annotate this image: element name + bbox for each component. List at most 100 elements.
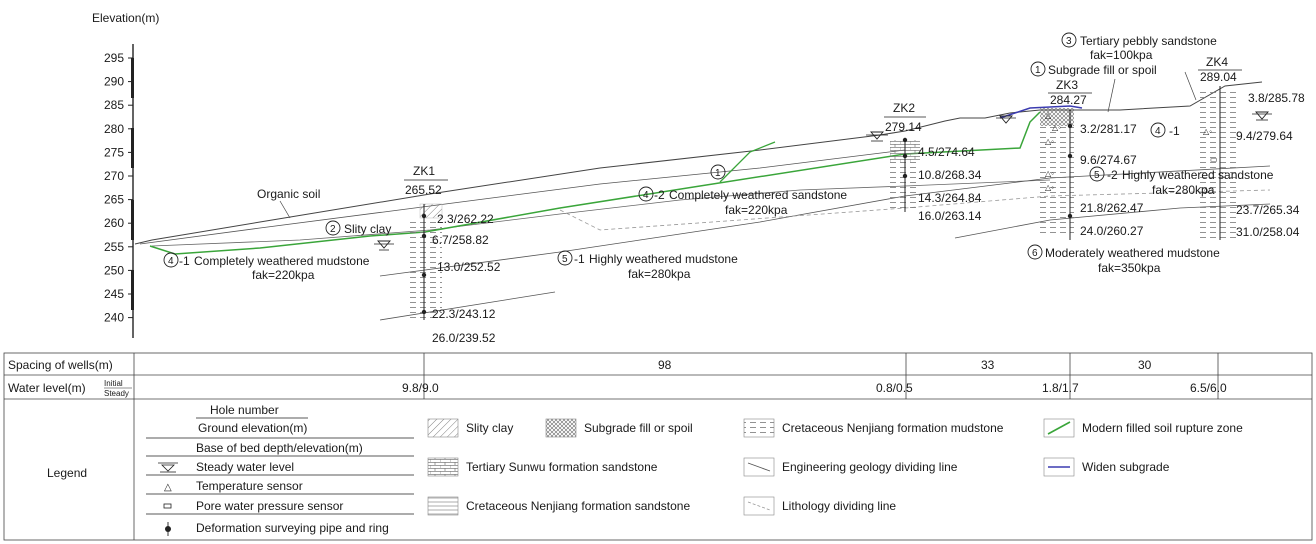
y-tick-label: 270 [104,169,124,183]
spacing-value-3: 30 [1138,358,1152,372]
svg-text:4: 4 [643,190,649,201]
legend-sunwu-sandstone: Tertiary Sunwu formation sandstone [466,460,658,474]
y-tick-label: 295 [104,51,124,65]
stratum-boundary-1 [379,165,1271,277]
zk2-elev: 279.14 [885,120,922,134]
widen-subgrade-line [999,105,1083,119]
pore-sensor-icon [163,503,172,509]
svg-text:△◦: △◦ [1203,185,1212,194]
zk4-layer-2: 9.4/279.64 [1236,129,1293,143]
zk3-layer-1: 3.2/281.17 [1080,122,1137,136]
borehole-zk3: △ △◦ △◦ △◦ △◦ [1040,108,1074,240]
y-tick-label: 265 [104,193,124,207]
y-tick-label: 275 [104,145,124,159]
legend-lithology-line: Lithology dividing line [782,499,896,513]
svg-text:fak=100kpa: fak=100kpa [1090,48,1153,62]
zk3-elev: 284.27 [1050,93,1087,107]
water-initial-label: Initial [104,379,123,388]
svg-text:△◦: △◦ [1052,123,1061,132]
svg-text:6: 6 [1032,248,1038,259]
svg-text:▭: ▭ [1210,155,1218,164]
legend-widen-subgrade: Widen subgrade [1082,460,1170,474]
zk4-layer-4: 31.0/258.04 [1236,225,1300,239]
water-label: Water level(m) [8,381,86,395]
zk1-layer-2: 6.7/258.82 [432,233,489,247]
svg-text:Moderately weathered mudstone: Moderately weathered mudstone [1045,246,1220,260]
legend-silty-clay: Slity clay [466,421,513,435]
svg-text:Highly weathered mudstone: Highly weathered mudstone [589,252,738,266]
rupture-zone-line [149,111,1041,255]
zk1-id: ZK1 [413,164,435,178]
svg-text:1: 1 [1035,65,1041,76]
swatch-subgrade-fill [545,418,577,438]
water-level-marker-zk3 [996,115,1016,124]
stratum-4-1-label: 4 -1 Completely weathered mudstone fak=2… [163,252,370,282]
swatch-nenjiang-mudstone [743,418,775,438]
zk2-layer-1: 4.5/274.64 [918,145,975,159]
zk4-layer-1: 3.8/285.78 [1248,91,1305,105]
zk4-elev: 289.04 [1200,70,1237,84]
svg-text:Completely weathered sandstone: Completely weathered sandstone [669,188,847,202]
svg-text:5: 5 [562,254,568,265]
svg-text:-2: -2 [1107,168,1118,182]
zk2-layer-2: 10.8/268.34 [918,168,982,182]
y-tick-label: 290 [104,75,124,89]
triangle-icon: △ [164,482,172,493]
svg-text:△◦: △◦ [1203,127,1212,136]
legend-swatches: Slity clay Subgrade fill or spoil Cretac… [427,418,1243,516]
swatch-silty-clay [427,418,459,438]
deformation-icon [165,522,171,536]
silty-clay-label: 2 Slity clay [325,220,391,236]
borehole-zk2 [890,137,920,212]
y-tick-label: 245 [104,287,124,301]
water-value-zk4: 6.5/6.0 [1190,381,1227,395]
zk3-layer-3: 21.8/262.47 [1080,201,1144,215]
legend-nenjiang-sandstone: Cretaceous Nenjiang formation sandstone [466,499,690,513]
zk4-layer-3: 23.7/265.34 [1236,203,1300,217]
y-tick-label: 250 [104,263,124,277]
zk4-label: ZK4 289.04 [1198,55,1242,84]
svg-text:-1: -1 [1169,124,1180,138]
silty-clay-base [151,179,1051,247]
organic-soil-base [139,149,906,245]
spacing-label: Spacing of wells(m) [8,358,113,372]
svg-text:Highly weathered sandstone: Highly weathered sandstone [1122,168,1274,182]
legend-eng-geology-line: Engineering geology dividing line [782,460,958,474]
zk2-layer-3: 14.3/264.84 [918,191,982,205]
legend-steady-water: Steady water level [196,460,294,474]
info-table [3,352,1313,541]
stratum-boundary-2 [559,189,1271,231]
stratum-5-1-label: 5 -1 Highly weathered mudstone fak=280kp… [557,250,738,281]
svg-text:-2: -2 [654,188,665,202]
zk2-id: ZK2 [893,101,915,115]
svg-text:fak=220kpa: fak=220kpa [252,268,315,282]
legend-pore-sensor: Pore water pressure sensor [196,499,343,513]
legend-temp-sensor: Temperature sensor [196,479,303,493]
zk1-label: ZK1 265.52 [404,164,448,197]
svg-text:Completely weathered mudstone: Completely weathered mudstone [194,254,370,268]
svg-text:fak=350kpa: fak=350kpa [1098,261,1161,275]
organic-soil-label: Organic soil [257,187,320,201]
legend-rupture-zone: Modern filled soil rupture zone [1082,421,1243,435]
zk1-layer-4: 22.3/243.12 [432,307,496,321]
legend-water-icon [158,462,178,473]
legend-nenjiang-mudstone: Cretaceous Nenjiang formation mudstone [782,421,1004,435]
borehole-zk1 [406,203,443,320]
zk1-layer-1: 2.3/262.22 [437,212,494,226]
axis-title: Elevation(m) [92,11,159,25]
legend-ground-elevation: Ground elevation(m) [198,421,307,435]
stratum-3-label: 3 Tertiary pebbly sandstone fak=100kpa [1061,32,1217,101]
swatch-nenjiang-sandstone [427,496,459,516]
water-level-marker-zk4 [1252,111,1272,121]
svg-text:Subgrade fill or spoil: Subgrade fill or spoil [1048,63,1157,77]
zk1-elev: 265.52 [405,183,442,197]
legend-base-of-bed: Base of bed depth/elevation(m) [196,441,363,455]
y-tick-label: 280 [104,122,124,136]
zk3-layer-4: 24.0/260.27 [1080,224,1144,238]
swatch-sunwu-sandstone [427,457,459,477]
svg-text:2: 2 [330,224,336,235]
svg-text:-1: -1 [574,252,585,266]
zk4-id: ZK4 [1206,55,1228,69]
